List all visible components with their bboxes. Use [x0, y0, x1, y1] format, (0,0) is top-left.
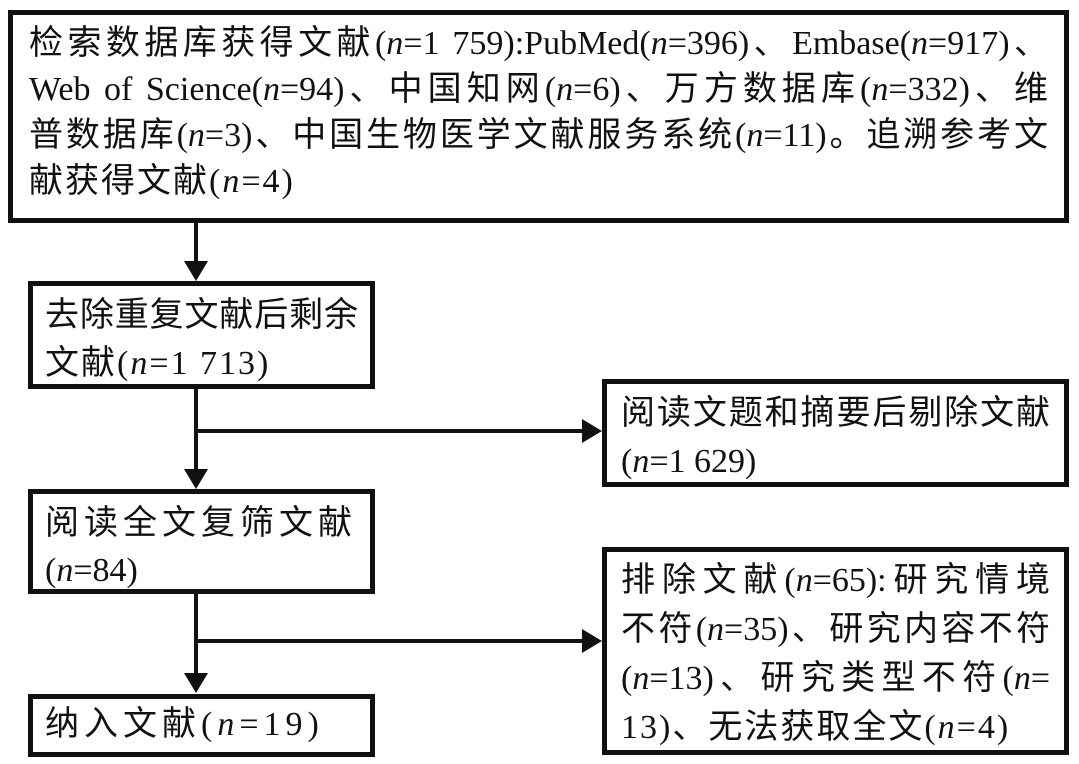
box-included-line: 纳入文献(n=19) [45, 706, 324, 743]
arrow-fulltext-to-included-head-icon [184, 673, 208, 693]
arrow-search-to-dedup-head-icon [184, 261, 208, 281]
box-excluded-reasons: 排除文献(n=65):研究情境 不符(n=35)、研究内容不符 (n=13)、研… [602, 547, 1069, 755]
box-title-abstract-excluded: 阅读文题和摘要后剔除文献 (n=1 629) [602, 379, 1069, 487]
arrow-branch-title-abstract-line [194, 429, 584, 433]
arrow-search-to-dedup-line [194, 222, 198, 262]
box-after-dedup-line: 去除重复文献后剩余 [45, 297, 358, 334]
box-fulltext-screen-line: (n=84) [45, 552, 138, 589]
box-title-abstract-excluded-line: 阅读文题和摘要后剔除文献 [621, 395, 1050, 432]
arrow-branch-excluded-head-icon [582, 629, 602, 653]
box-database-search-line: 检索数据库获得文献(n=1 759):PubMed(n=396)、Embase(… [29, 25, 1048, 62]
box-database-search: 检索数据库获得文献(n=1 759):PubMed(n=396)、Embase(… [8, 10, 1069, 223]
arrow-fulltext-to-included-line [194, 592, 198, 674]
arrow-dedup-to-fulltext-head-icon [184, 469, 208, 489]
box-included: 纳入文献(n=19) [28, 694, 375, 757]
arrow-branch-title-abstract-head-icon [582, 419, 602, 443]
box-excluded-reasons-line: 排除文献(n=65):研究情境 [621, 562, 1050, 599]
box-fulltext-screen: 阅读全文复筛文献 (n=84) [28, 489, 375, 594]
box-after-dedup: 去除重复文献后剩余 文献(n=1 713) [28, 281, 375, 389]
box-title-abstract-excluded-line: (n=1 629) [621, 443, 757, 480]
arrow-branch-excluded-line [194, 639, 584, 643]
box-excluded-reasons-line: 13)、无法获取全文(n=4) [621, 709, 1011, 746]
box-excluded-reasons-line: 不符(n=35)、研究内容不符 [621, 611, 1050, 648]
box-after-dedup-line: 文献(n=1 713) [45, 345, 271, 382]
box-database-search-line: 献获得文献(n=4) [29, 163, 295, 200]
box-database-search-line: Web of Science(n=94)、中国知网(n=6)、万方数据库(n=3… [29, 71, 1048, 108]
box-fulltext-screen-line: 阅读全文复筛文献 [45, 505, 357, 542]
box-excluded-reasons-line: (n=13)、研究类型不符(n= [621, 660, 1050, 697]
box-database-search-line: 普数据库(n=3)、中国生物医学文献服务系统(n=11)。追溯参考文 [29, 117, 1048, 154]
